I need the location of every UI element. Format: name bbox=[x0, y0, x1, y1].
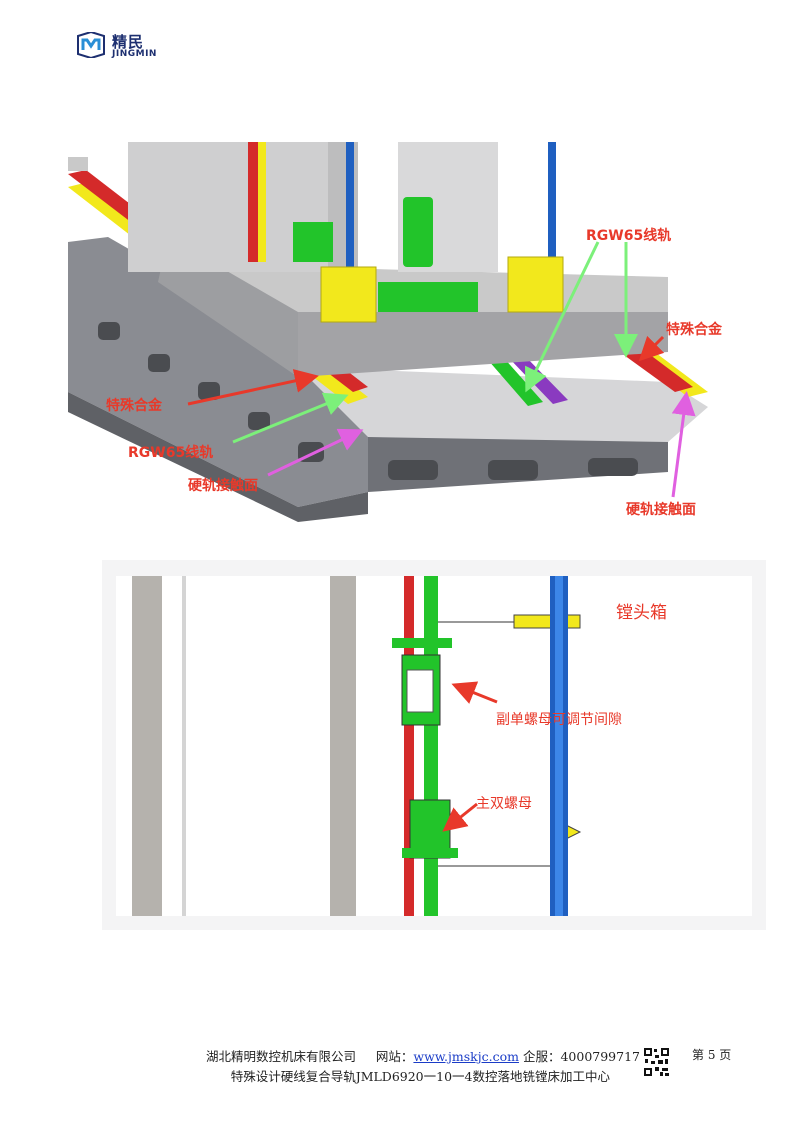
machine-base-figure: RGW65线轨 特殊合金 特殊合金 RGW65线轨 硬轨接触面 硬轨接触面 bbox=[68, 142, 723, 522]
arrow-alloy-left bbox=[187, 369, 319, 406]
label-hard-rail-right: 硬轨接触面 bbox=[626, 501, 696, 518]
arrow-secondary-nut bbox=[451, 681, 498, 704]
bed-casting bbox=[68, 237, 368, 507]
company-logo: 精民 JINGMIN bbox=[76, 28, 176, 64]
green-ball-screw bbox=[424, 576, 438, 916]
jingmin-logo-icon bbox=[77, 32, 105, 58]
arrow-main-nut bbox=[442, 802, 478, 832]
ball-screw bbox=[346, 142, 354, 272]
label-alloy-right: 特殊合金 bbox=[666, 321, 723, 338]
boring-head-section-figure: 镗头箱 副单螺母可调节间隙 主双螺母 bbox=[102, 560, 766, 930]
label-boring-head-box: 镗头箱 bbox=[616, 603, 667, 623]
footer-website-label: 网站： bbox=[375, 1049, 414, 1064]
label-rgw65-right: RGW65线轨 bbox=[586, 227, 671, 244]
label-main-nut: 主双螺母 bbox=[476, 796, 532, 812]
label-alloy-left: 特殊合金 bbox=[106, 397, 163, 414]
bed-top-surface bbox=[298, 367, 708, 442]
arrow-alloy-right bbox=[638, 335, 665, 362]
boring-head-box bbox=[431, 621, 563, 867]
label-secondary-nut: 副单螺母可调节间隙 bbox=[496, 712, 622, 728]
arrow-rgw65-right bbox=[525, 241, 600, 393]
label-rgw65-left: RGW65线轨 bbox=[128, 444, 213, 461]
page-footer: 湖北精明数控机床有限公司 网站：www.jmskjc.com 企服：400079… bbox=[0, 1042, 800, 1092]
logo-chinese-text: 精民 bbox=[112, 33, 145, 51]
logo-english-text: JINGMIN bbox=[112, 49, 157, 59]
footer-company: 湖北精明数控机床有限公司 bbox=[206, 1049, 357, 1064]
footer-line-1: 湖北精明数控机床有限公司 网站：www.jmskjc.com 企服：400079… bbox=[0, 1046, 640, 1065]
page-number: 第 5 页 bbox=[692, 1048, 732, 1062]
qr-code-icon bbox=[643, 1047, 670, 1077]
arrow-hard-rail-left bbox=[267, 428, 364, 477]
label-hard-rail-left: 硬轨接触面 bbox=[188, 477, 258, 494]
servo-motor bbox=[403, 197, 433, 267]
footer-service-phone: 4000799717 bbox=[560, 1049, 640, 1064]
footer-website-link[interactable]: www.jmskjc.com bbox=[413, 1049, 519, 1064]
arrow-rgw65-left bbox=[232, 392, 349, 444]
footer-subtitle: 特殊设计硬线复合导轨JMLD6920一10一4数控落地铣镗床加工中心 bbox=[230, 1069, 610, 1084]
arrow-hard-rail-right bbox=[671, 391, 696, 498]
footer-service-label: 企服： bbox=[522, 1049, 561, 1064]
